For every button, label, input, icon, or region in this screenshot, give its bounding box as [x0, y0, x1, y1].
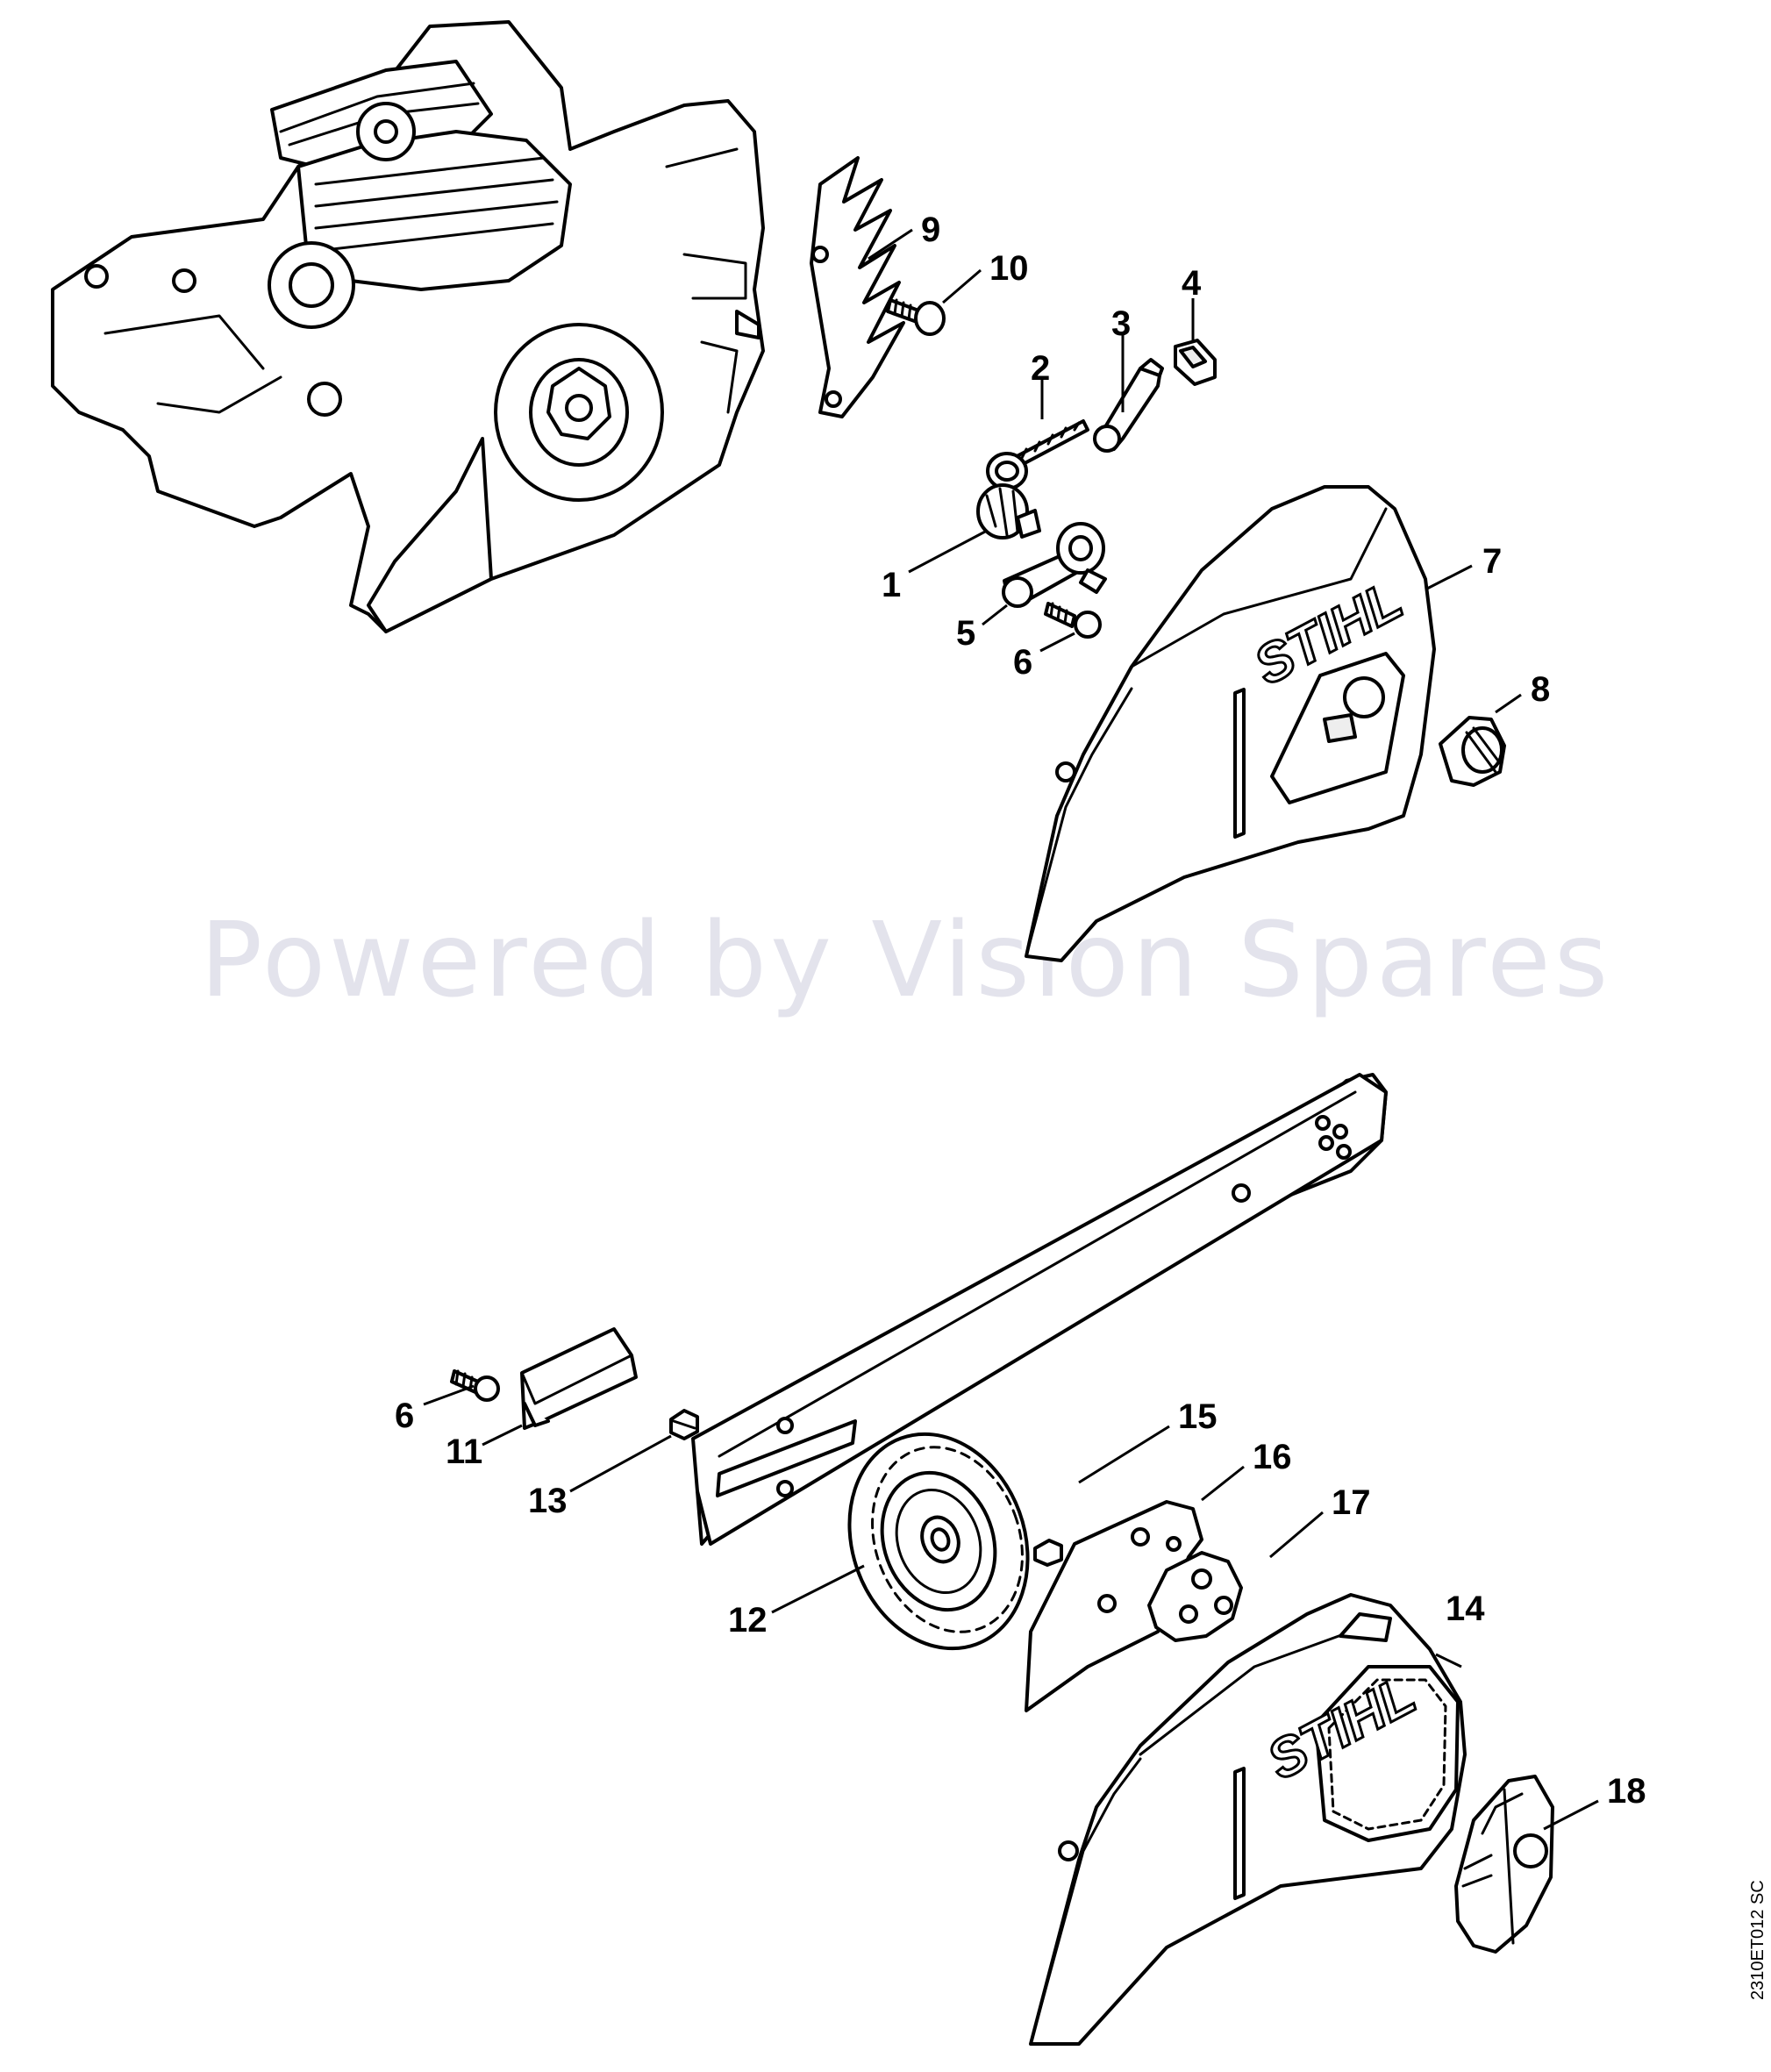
callout-6b: 6	[395, 1397, 414, 1435]
engine-assembly	[51, 20, 765, 633]
callout-11: 11	[446, 1433, 482, 1471]
sprocket-cover-7: STIHL	[1025, 485, 1436, 962]
callout-9: 9	[921, 211, 940, 249]
tensioner-slide	[1093, 358, 1164, 453]
sprocket-cover-14: STIHL	[1029, 1593, 1467, 2046]
leader-lines	[423, 228, 1599, 1831]
screw-6b	[450, 1369, 500, 1402]
callout-6a: 6	[1013, 643, 1032, 682]
callout-10: 10	[989, 249, 1029, 288]
callout-1: 1	[882, 566, 901, 604]
callout-16: 16	[1253, 1438, 1292, 1476]
screw-10	[886, 298, 946, 336]
watermark: Powered by Vision Spares	[200, 899, 1611, 1020]
callout-8: 8	[1531, 670, 1550, 709]
cover-cap-18	[1454, 1775, 1554, 1954]
guide-plate-11	[520, 1327, 638, 1430]
nut-13	[669, 1409, 699, 1440]
callout-14: 14	[1446, 1590, 1485, 1628]
callout-7: 7	[1482, 542, 1502, 581]
reference-code: 2310ET012 SC	[1748, 1880, 1767, 2000]
tensioner-body	[1002, 522, 1107, 608]
screw-6a	[1044, 602, 1102, 639]
callout-18: 18	[1607, 1772, 1646, 1811]
chain-catcher-plate	[1025, 1500, 1203, 1712]
sprocket-wheel-12	[847, 1432, 1030, 1651]
callout-2: 2	[1031, 349, 1050, 388]
callout-3: 3	[1111, 304, 1131, 343]
callout-13: 13	[528, 1482, 568, 1520]
callout-12: 12	[728, 1601, 768, 1640]
knob-17	[1147, 1551, 1243, 1642]
callout-labels: 1 2 3 4 5 6 7 8 9 10 6 11 13 12 14 15 16…	[395, 211, 1646, 1811]
bumper-spike	[810, 156, 905, 418]
callout-4: 4	[1182, 264, 1202, 303]
collar-nut-8	[1439, 716, 1506, 787]
callout-17: 17	[1332, 1483, 1371, 1522]
callout-15: 15	[1178, 1397, 1218, 1436]
screw-16	[1033, 1539, 1063, 1567]
tensioner-screw	[986, 419, 1089, 490]
callout-5: 5	[956, 614, 975, 653]
guide-bar	[691, 1073, 1388, 1546]
tensioner-gear	[976, 483, 1041, 539]
